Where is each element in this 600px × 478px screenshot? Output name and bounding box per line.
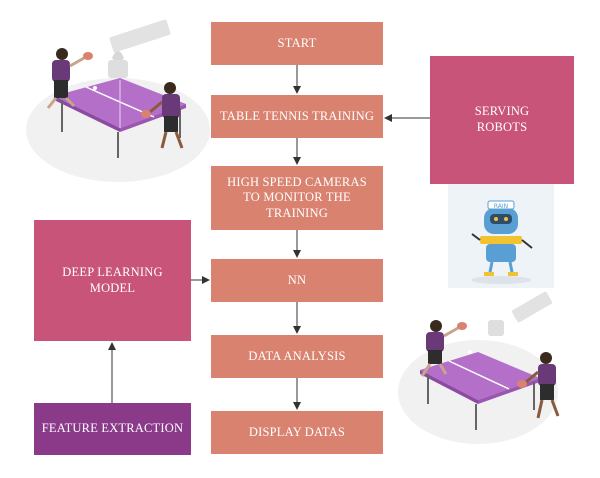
start-box: START [211, 22, 383, 65]
feature-extraction-label: FEATURE EXTRACTION [41, 421, 184, 436]
robot-badge-text: RAIN [494, 203, 508, 210]
serving-robots-box: SERVING ROBOTS [430, 56, 574, 184]
training-label: TABLE TENNIS TRAINING [219, 108, 375, 123]
nn-label: NN [287, 272, 307, 287]
start-label: START [277, 35, 317, 50]
deep-learning-line2: MODEL [89, 280, 136, 295]
robot-illustration: RAIN [448, 184, 554, 288]
data-analysis-box: DATA ANALYSIS [211, 335, 383, 378]
display-datas-box: DISPLAY DATAS [211, 411, 383, 454]
cameras-label-line3: TRAINING [265, 205, 328, 220]
serving-robots-line2: ROBOTS [476, 120, 528, 134]
feature-extraction-box: FEATURE EXTRACTION [34, 403, 191, 455]
high-speed-cameras-box: HIGH SPEED CAMERAS TO MONITOR THE TRAINI… [211, 166, 383, 230]
deep-learning-line1: DEEP LEARNING [62, 264, 163, 279]
display-datas-label: DISPLAY DATAS [248, 424, 346, 439]
table-tennis-illustration-top [26, 19, 210, 182]
deep-learning-model-box: DEEP LEARNING MODEL [34, 220, 191, 341]
cameras-label-line1: HIGH SPEED CAMERAS [227, 174, 367, 189]
data-analysis-label: DATA ANALYSIS [248, 348, 346, 363]
table-tennis-illustration-bottom [398, 291, 560, 444]
table-tennis-training-box: TABLE TENNIS TRAINING [211, 95, 383, 138]
nn-box: NN [211, 259, 383, 302]
cameras-label-line2: TO MONITOR THE [243, 190, 351, 205]
serving-robots-line1: SERVING [474, 104, 530, 119]
